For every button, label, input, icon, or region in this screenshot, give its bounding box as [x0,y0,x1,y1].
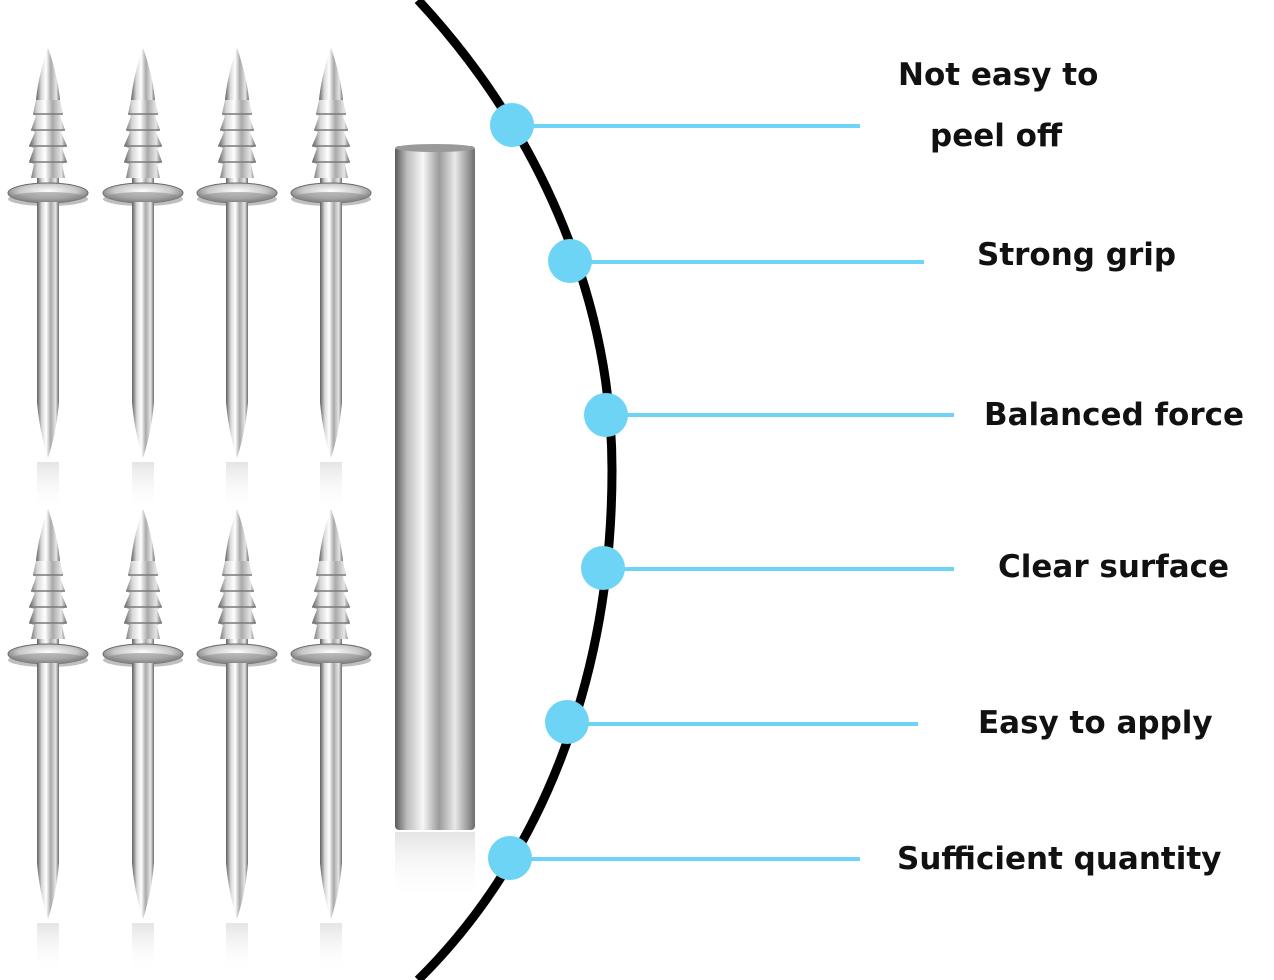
double-headed-nail-icon [7,508,89,974]
feature-label-peel: Not easy to [898,57,1099,93]
double-headed-nail-icon [290,47,372,513]
double-headed-nail-icon [196,508,278,974]
feature-label-grip: Strong grip [977,237,1177,273]
double-headed-nail-icon [290,508,372,974]
feature-label-quantity: Sufficient quantity [897,841,1222,877]
callout-markers [488,103,954,880]
pin-group [7,47,372,974]
feature-label-apply: Easy to apply [978,705,1213,741]
callout-dot [545,700,589,744]
callout-dot [488,836,532,880]
double-headed-nail-icon [102,47,184,513]
steel-rod-icon [395,144,475,902]
callout-dot [581,546,625,590]
double-headed-nail-icon [102,508,184,974]
double-headed-nail-icon [7,47,89,513]
double-headed-nail-icon [196,47,278,513]
feature-label-peel-line2: peel off [930,118,1063,154]
callout-dot [584,393,628,437]
callout-dot [548,239,592,283]
feature-label-force: Balanced force [984,397,1245,433]
feature-label-surface: Clear surface [998,549,1230,585]
callout-dot [490,103,534,147]
